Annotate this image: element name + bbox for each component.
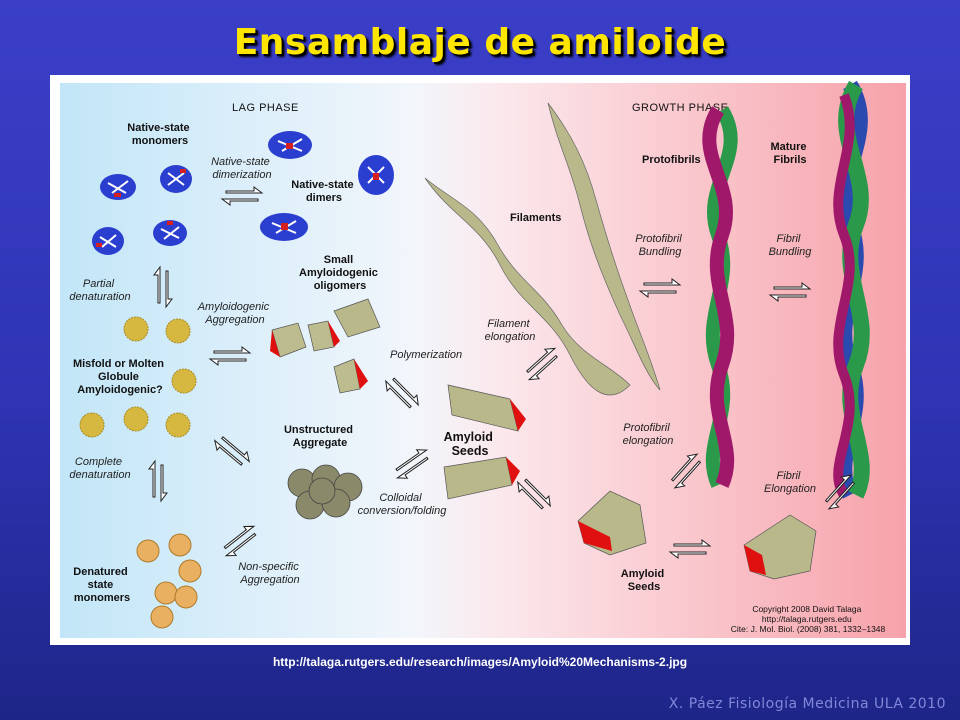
protofibrils-label: Protofibrils [642, 154, 701, 166]
amyloidogenic-aggregation-label: Amyloidogenic Aggregation [197, 301, 273, 326]
protofibril-elongation-label: Protofibril elongation [623, 422, 674, 447]
protofibril-bundling-label: Protofibril Bundling [635, 233, 685, 258]
denatured-monomers-label: Denatured state monomers [73, 566, 130, 604]
filaments-label: Filaments [510, 212, 561, 224]
colloidal-label: Colloidal conversion/folding [358, 492, 448, 517]
growth-phase-label: GROWTH PHASE [632, 102, 728, 114]
protofibril-graphic [702, 106, 738, 488]
oligomers-graphic [270, 298, 381, 394]
dimerization-label: Native-state dimerization [211, 156, 273, 181]
fibril-elongation-label: Fibril Elongation [764, 470, 816, 495]
amyloid-mechanism-figure: LAG PHASE GROWTH PHASE Native-state mono… [50, 75, 910, 645]
misfold-label: Misfold or Molten Globule Amyloidogenic? [73, 358, 167, 396]
non-specific-label: Non-specific Aggregation [238, 561, 302, 586]
source-url[interactable]: http://talaga.rutgers.edu/research/image… [272, 655, 688, 669]
unstructured-aggregate-graphic [287, 464, 363, 520]
filament-elongation-label: Filament elongation [485, 318, 536, 343]
amyloid-seeds-center-label: Amyloid Seeds [444, 430, 497, 458]
mechanism-diagram: LAG PHASE GROWTH PHASE Native-state mono… [60, 80, 906, 638]
native-monomers-graphic [92, 165, 192, 255]
denatured-monomers-graphic [136, 533, 202, 629]
lag-phase-label: LAG PHASE [232, 102, 299, 114]
partial-denaturation-label: Partial denaturation [69, 278, 130, 303]
amyloid-seeds-lower-label: Amyloid Seeds [621, 568, 667, 593]
native-dimers-graphic [260, 131, 394, 241]
misfold-globules-graphic [79, 316, 197, 438]
small-oligomers-label: Small Amyloidogenic oligomers [299, 254, 381, 292]
slide-title: Ensamblaje de amiloide [233, 22, 727, 63]
fibril-bundling-label: Fibril Bundling [769, 233, 813, 258]
footer-credit: X. Páez Fisiología Medicina ULA 2010 [668, 696, 946, 712]
figure-copyright: Copyright 2008 David Talaga http://talag… [731, 604, 886, 634]
mature-fibrils-label: Mature Fibrils [770, 141, 809, 166]
filaments-graphic [424, 102, 661, 396]
native-dimers-label: Native-state dimers [291, 179, 356, 204]
amyloid-seeds-lower-graphic [577, 490, 817, 580]
complete-denaturation-label: Complete denaturation [69, 456, 130, 481]
mature-fibril-graphic [833, 80, 870, 499]
polymerization-label: Polymerization [390, 349, 462, 361]
amyloid-seeds-center-graphic [443, 384, 526, 500]
unstructured-aggregate-label: Unstructured Aggregate [284, 424, 356, 449]
native-monomers-label: Native-state monomers [127, 122, 192, 147]
